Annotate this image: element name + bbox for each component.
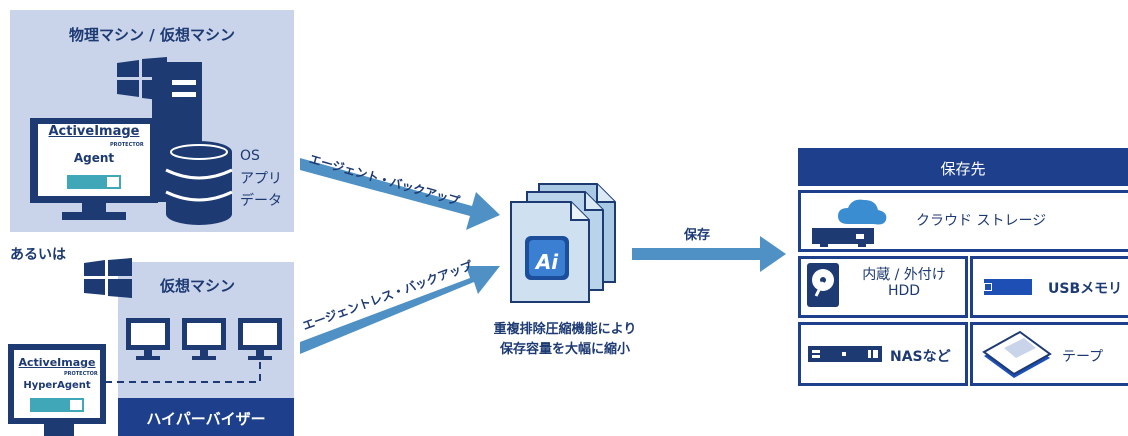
server-slot bbox=[172, 92, 196, 97]
cloud-storage-label: クラウド ストレージ bbox=[916, 213, 1047, 229]
or-label: あるいは bbox=[10, 247, 66, 263]
hypervisor-bar bbox=[118, 398, 294, 436]
compressed-files-icon bbox=[510, 183, 616, 303]
os-label: OS bbox=[240, 148, 260, 164]
hdd-label-line1: 内蔵 / 外付け bbox=[862, 267, 946, 283]
monitor-base bbox=[62, 212, 126, 220]
protector-label: PROTECTOR bbox=[64, 371, 98, 377]
hyperagent-progress-fill bbox=[32, 400, 70, 410]
nas-icon bbox=[808, 346, 882, 362]
hyperagent-label: HyperAgent bbox=[23, 380, 91, 391]
hdd-label-line2: HDD bbox=[887, 283, 921, 299]
database-icon bbox=[165, 141, 233, 225]
hdd-icon bbox=[807, 263, 839, 307]
vm-monitors-icon bbox=[126, 318, 282, 360]
windows-logo-icon bbox=[84, 258, 132, 298]
protector-label: PROTECTOR bbox=[110, 142, 144, 148]
server-slot bbox=[172, 80, 196, 85]
activeimage-logo: ActiveImage bbox=[48, 124, 140, 139]
usb-icon bbox=[984, 279, 1032, 295]
save-label: 保存 bbox=[684, 228, 711, 243]
hypervisor-label: ハイパーバイザー bbox=[146, 410, 266, 428]
data-label: データ bbox=[240, 193, 282, 209]
app-label: アプリ bbox=[240, 171, 282, 187]
usb-label: USBメモリ bbox=[1048, 281, 1123, 297]
nas-label: NASなど bbox=[890, 349, 951, 365]
virtual-machine-title: 仮想マシン bbox=[160, 277, 236, 295]
monitor-stand bbox=[44, 424, 74, 436]
dashed-connector bbox=[105, 360, 261, 383]
dedup-caption-line1: 重複排除圧縮機能により bbox=[493, 322, 637, 337]
tape-icon bbox=[982, 330, 1052, 378]
physical-virtual-title: 物理マシン / 仮想マシン bbox=[69, 26, 235, 44]
storage-header bbox=[798, 148, 1128, 186]
ai-logo: Ai bbox=[535, 250, 559, 274]
storage-header-label: 保存先 bbox=[940, 160, 986, 178]
agent-progress-fill bbox=[69, 177, 107, 187]
usb-connector bbox=[984, 283, 992, 291]
activeimage-logo: ActiveImage bbox=[18, 356, 96, 369]
dedup-caption-line2: 保存容量を大幅に縮小 bbox=[499, 342, 630, 357]
cloud-storage-icon bbox=[812, 199, 887, 247]
windows-logo-icon bbox=[117, 57, 167, 101]
tape-label: テープ bbox=[1062, 349, 1104, 365]
monitor-stand bbox=[82, 203, 106, 213]
agent-label: Agent bbox=[73, 151, 115, 165]
